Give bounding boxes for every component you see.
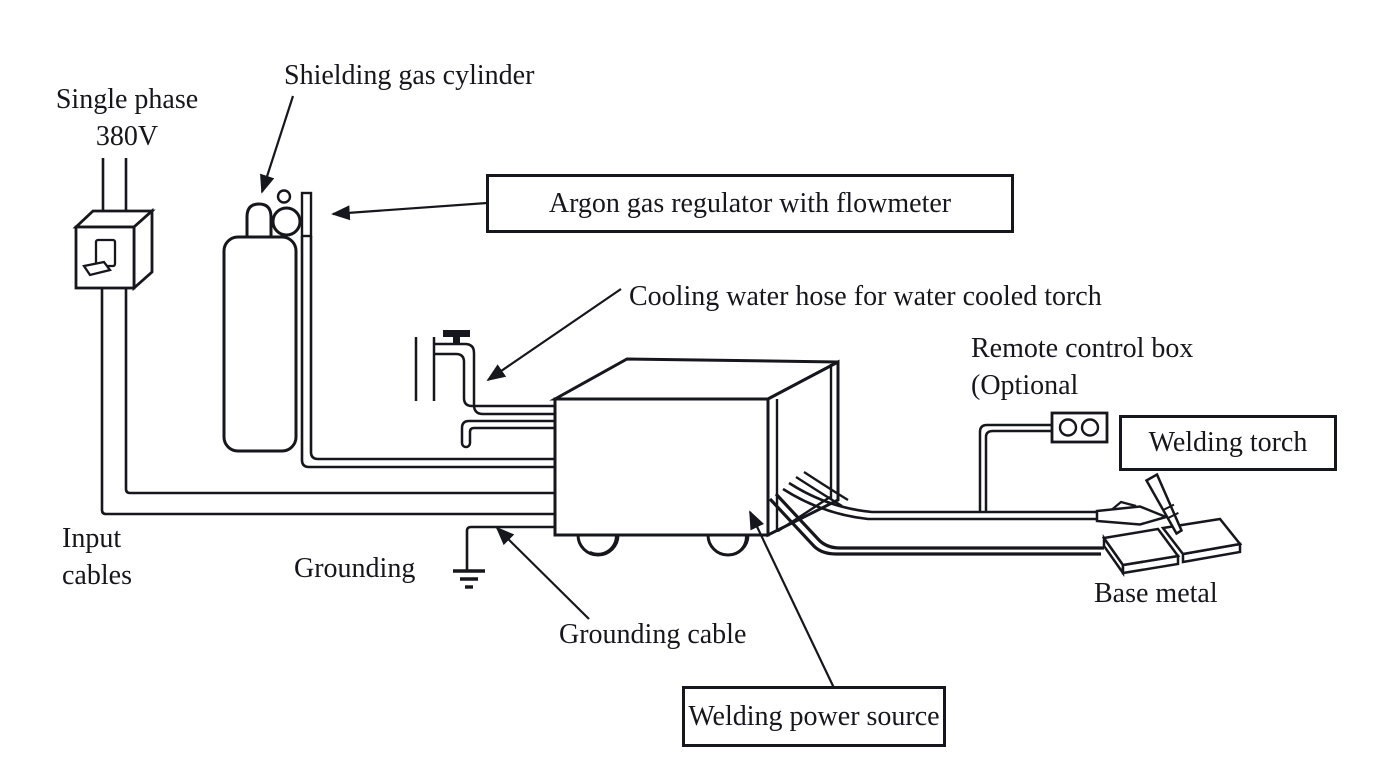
argon-arrow [331,201,488,221]
cooling-water-hose [434,342,560,416]
work-cable [768,492,1104,556]
label-grounding: Grounding [294,553,416,584]
water-drain-hose [460,419,560,449]
cooling-arrow [486,288,622,382]
grounding-cable-arrow [495,526,590,620]
label-shielding-gas-cylinder: Shielding gas cylinder [284,60,535,91]
label-cooling-water-hose: Cooling water hose for water cooled torc… [629,281,1102,312]
shielding-arrow [260,95,295,194]
base-metal-plates [1101,517,1243,577]
leader-arrows [260,95,835,689]
input-cables-line1: Input [62,523,122,554]
remote-control-line1: Remote control box [971,333,1194,364]
power-switch [72,207,156,292]
gas-regulator [271,206,302,237]
welding-power-source-text: Welding power source [688,700,940,732]
cylinder-body [222,235,298,453]
water-valve-icon [443,330,470,345]
label-box-welding-torch: Welding torch [1119,415,1337,471]
welding-torch-text: Welding torch [1148,427,1308,458]
torch-barrel [1144,472,1184,536]
welding-power-source [549,357,840,557]
input-cable-lines [100,288,560,516]
remote-control-line2: (Optional [971,370,1079,401]
label-box-welding-power-source: Welding power source [682,686,946,747]
remote-control-cable [978,423,1052,512]
single-phase-line1: Single phase [55,84,199,115]
ground-symbol-icon [453,569,485,589]
regulator-ring-icon [276,189,292,204]
wheels [576,534,750,557]
label-single-phase: Single phase 380V [28,81,226,155]
gas-hose [300,236,560,469]
water-tap [414,330,470,401]
welding-torch [1095,472,1184,536]
label-input-cables: Input cables [62,520,132,594]
remote-knob-icon [1080,418,1100,437]
input-cables-line2: cables [62,560,132,591]
torch-handle [1095,505,1170,526]
label-box-argon-regulator: Argon gas regulator with flowmeter [486,174,1014,233]
flowmeter [300,191,313,238]
argon-regulator-text: Argon gas regulator with flowmeter [548,187,952,219]
torch-collar-icon [1162,503,1179,520]
regulator-bell-icon [245,202,273,238]
label-base-metal: Base metal [1094,578,1218,609]
single-phase-line2: 380V [95,121,159,152]
switch-wires [101,158,128,219]
gas-cylinder [222,189,313,453]
power-source-arrow [749,510,835,689]
label-remote-control-box: Remote control box (Optional [971,330,1193,404]
torch-cable [782,471,1098,521]
remote-control-box [1050,411,1109,444]
grounding-wire [465,525,560,571]
label-grounding-cable: Grounding cable [559,619,747,650]
remote-knob-icon [1058,418,1078,437]
